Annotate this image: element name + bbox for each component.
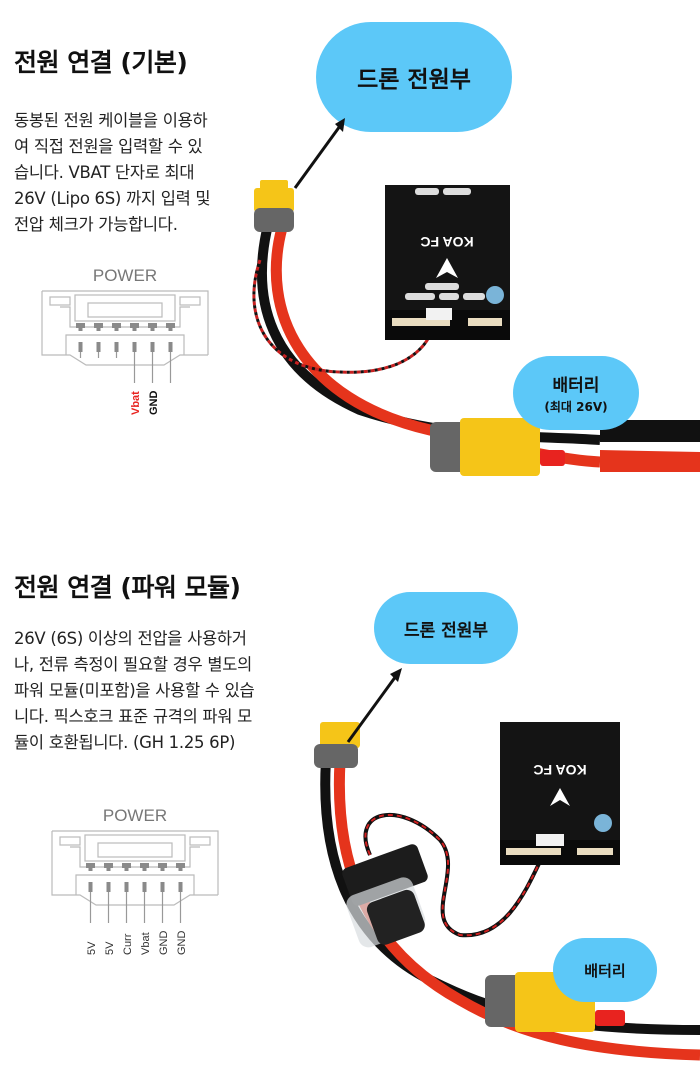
xt60-connector xyxy=(430,418,700,476)
callout-label: 드론 전원부 xyxy=(403,620,489,641)
callout-drone-power-basic: 드론 전원부 xyxy=(316,22,512,132)
pin-label-5v: 5V xyxy=(86,941,98,955)
description-line: 나, 전류 측정이 필요할 경우 별도의 xyxy=(14,655,252,674)
arrow-to-drone-power xyxy=(346,668,402,743)
description-line: 동봉된 전원 케이블을 이용하 xyxy=(14,111,208,130)
koa-fc-board: KOA FC xyxy=(385,185,510,340)
wiring-photo-basic: KOA FC xyxy=(252,180,700,476)
pin-label-curr: Curr xyxy=(122,933,134,955)
section-title-power-module: 전원 연결 (파워 모듈) xyxy=(14,573,241,602)
callout-label: 드론 전원부 xyxy=(357,67,471,93)
red-power-cable xyxy=(333,761,700,1061)
callout-battery-module: 배터리 xyxy=(553,938,657,1002)
pin-label-vbat: Vbat xyxy=(130,391,142,415)
description-line: 니다. 픽스호크 표준 규격의 파워 모 xyxy=(14,707,252,726)
fc-brand-name: KOA FC xyxy=(533,762,586,778)
section-title-basic: 전원 연결 (기본) xyxy=(14,48,188,77)
section-description-power-module: 26V (6S) 이상의 전압을 사용하거 나, 전류 측정이 필요할 경우 별… xyxy=(14,626,310,756)
pin-label-gnd: GND xyxy=(158,931,170,956)
callout-sublabel: (최대 26V) xyxy=(544,400,608,414)
arrow-to-drone-power xyxy=(293,118,345,189)
pin-label-vbat: Vbat xyxy=(140,932,152,955)
callout-battery-basic: 배터리 (최대 26V) xyxy=(513,356,639,430)
connector-title: POWER xyxy=(103,806,167,825)
xt30-connector xyxy=(254,180,294,232)
connector-pins xyxy=(76,323,175,383)
description-line: 파워 모듈(미포함)을 사용할 수 있습 xyxy=(14,681,255,700)
twisted-signal-cable xyxy=(252,259,437,374)
connector-pins xyxy=(86,863,185,923)
callout-label: 배터리 xyxy=(584,961,626,980)
description-line: 여 직접 전원을 입력할 수 있 xyxy=(14,137,203,156)
connector-title: POWER xyxy=(93,266,157,285)
description-line: 26V (Lipo 6S) 까지 입력 및 xyxy=(14,189,211,208)
description-line: 26V (6S) 이상의 전압을 사용하거 xyxy=(14,629,247,648)
description-line: 듈이 호환됩니다. (GH 1.25 6P) xyxy=(14,733,236,752)
pin-label-gnd: GND xyxy=(176,931,188,956)
wiring-photo-power-module: KOA FC xyxy=(314,722,700,1061)
power-connector-diagram-module: POWER xyxy=(51,806,219,956)
section-description-basic: 동봉된 전원 케이블을 이용하 여 직접 전원을 입력할 수 있 습니다. VB… xyxy=(14,108,244,238)
koa-fc-board: KOA FC xyxy=(500,722,620,865)
pin-label-5v: 5V xyxy=(104,941,116,955)
description-line: 습니다. VBAT 단자로 최대 xyxy=(14,163,195,182)
power-connector-diagram-basic: POWER xyxy=(41,266,209,416)
description-line: 전압 체크가 가능합니다. xyxy=(14,215,178,234)
fc-brand-name: KOA FC xyxy=(420,234,473,250)
callout-label: 배터리 xyxy=(552,376,600,396)
pin-label-gnd: GND xyxy=(148,391,160,416)
power-module xyxy=(342,844,428,948)
callout-drone-power-module: 드론 전원부 xyxy=(374,592,518,664)
